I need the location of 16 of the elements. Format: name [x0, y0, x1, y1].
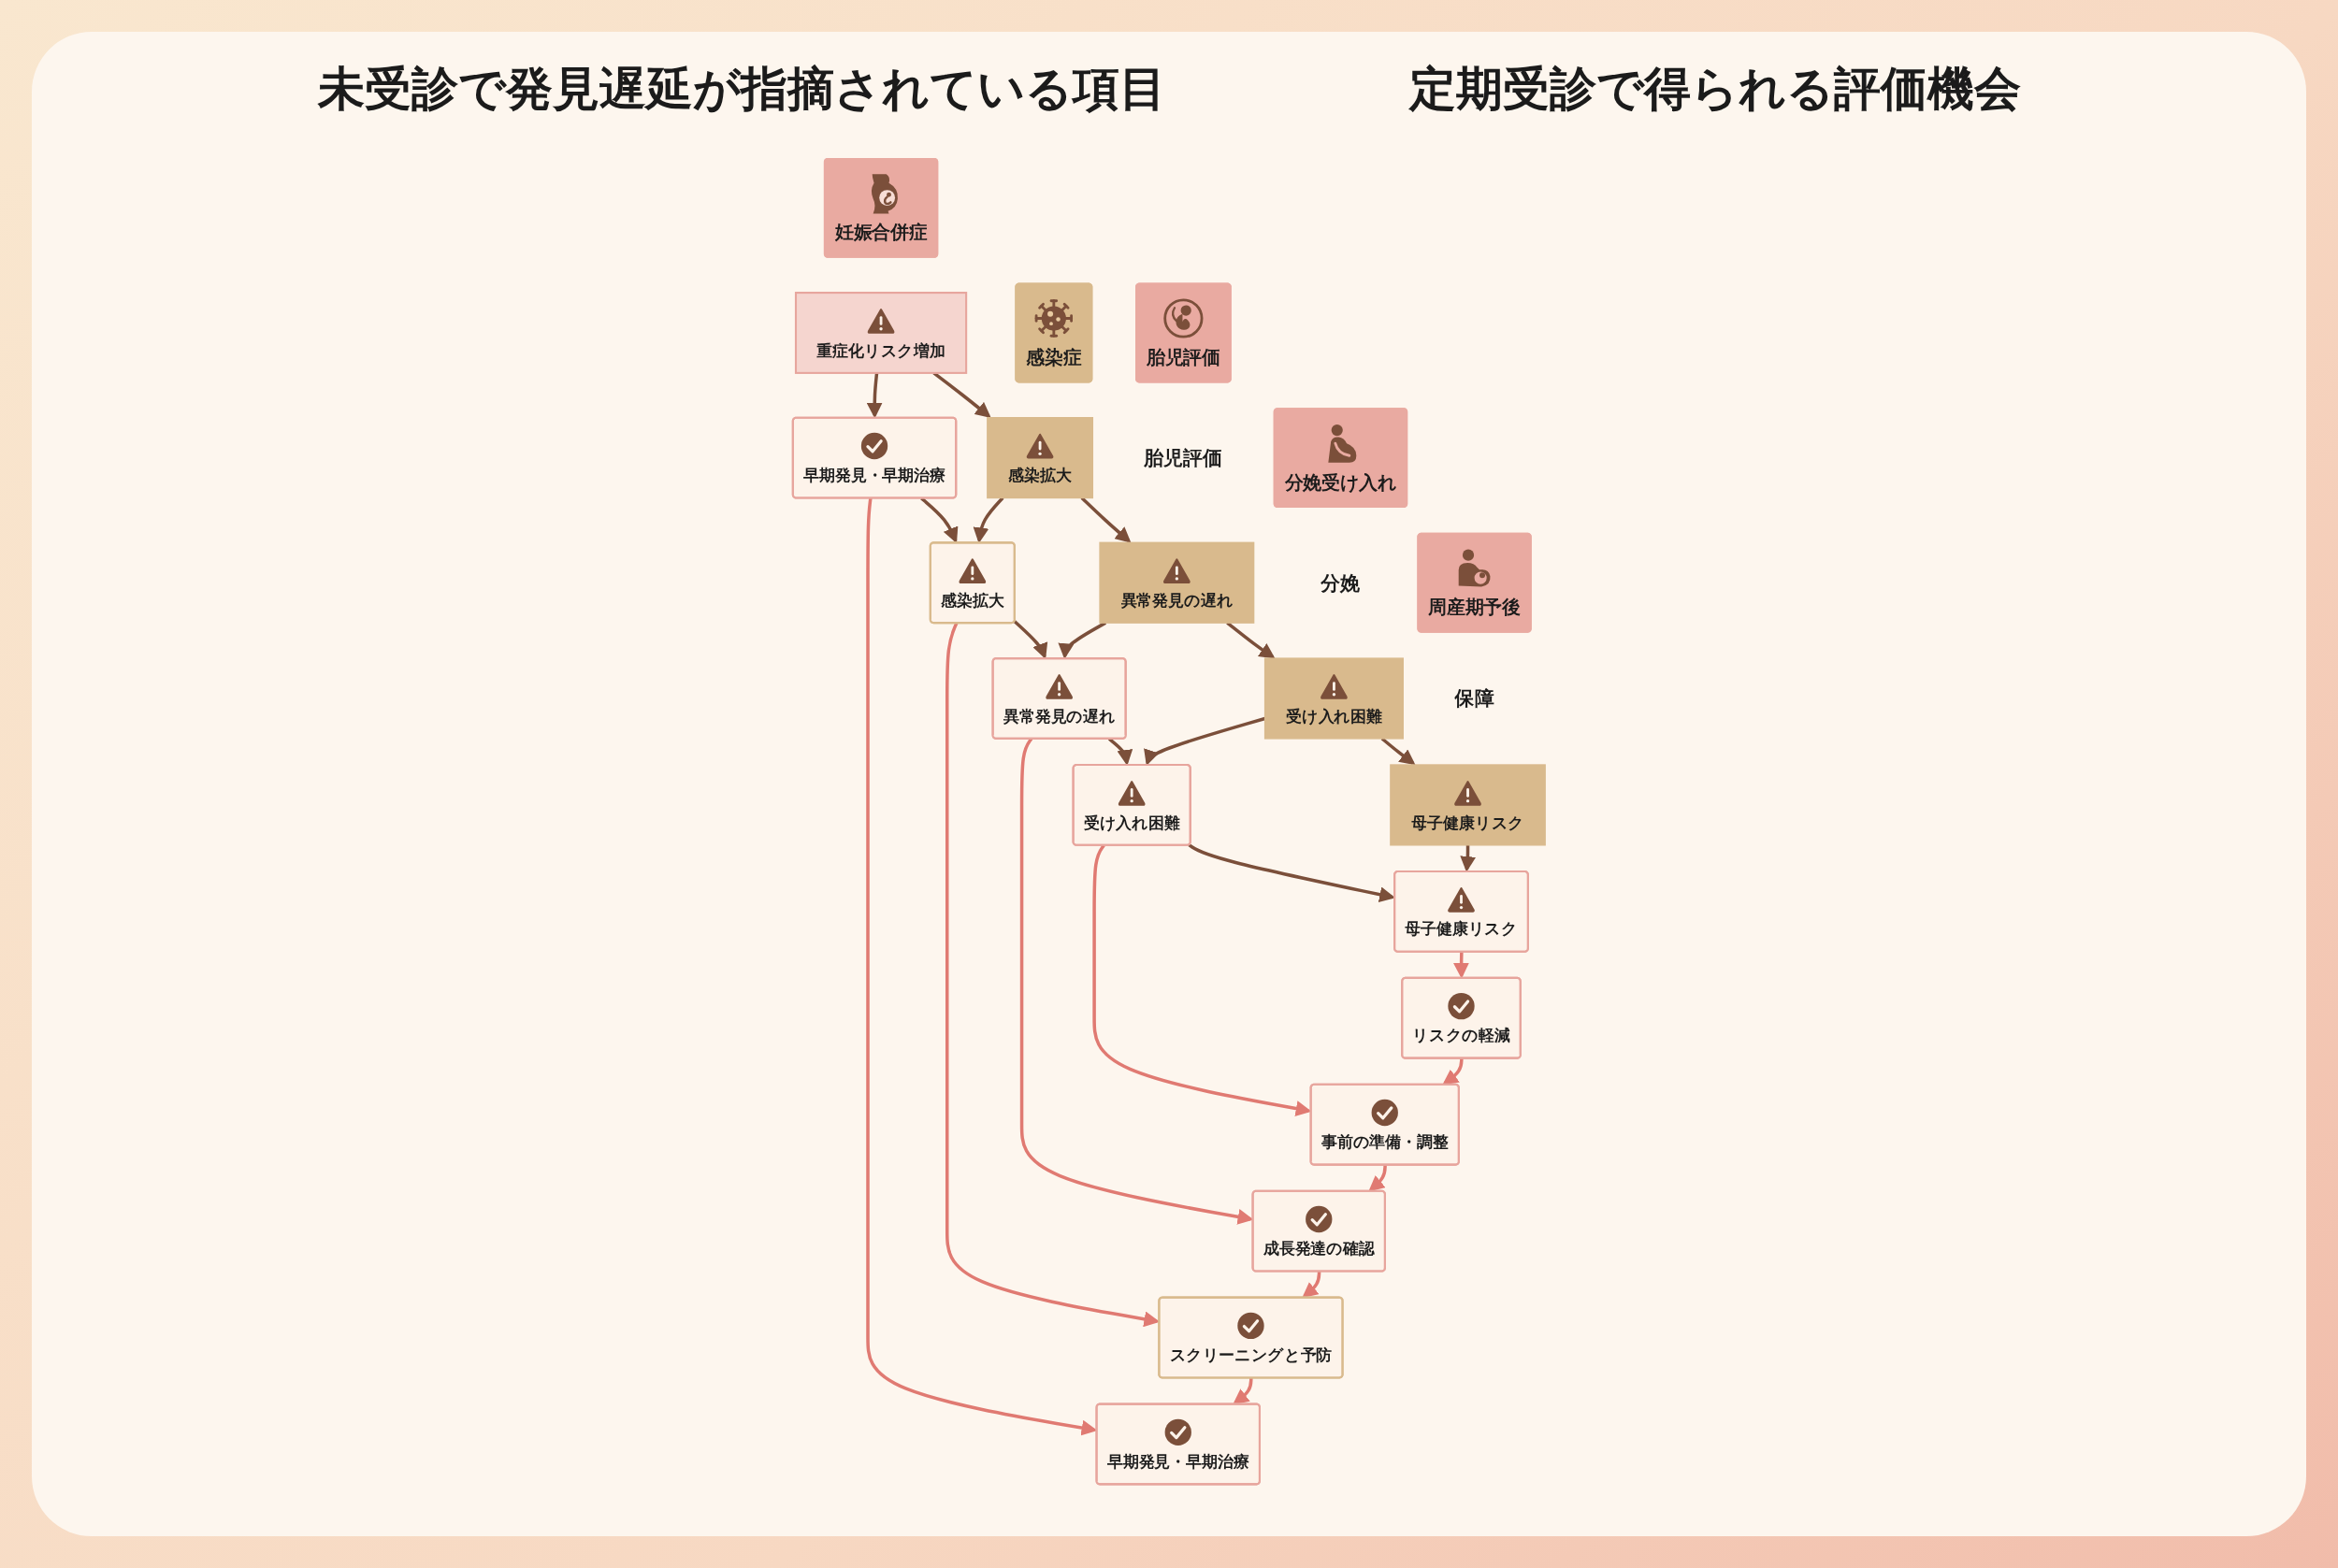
arrow — [1380, 737, 1416, 766]
arrow — [1058, 621, 1106, 659]
node-box: 感染拡大 — [987, 417, 1094, 499]
node-label: 保障 — [1454, 686, 1494, 711]
arrow — [1013, 620, 1048, 659]
node-label: 胎児評価 — [1144, 446, 1223, 469]
node-box: 母子健康リスク — [1390, 764, 1546, 846]
node-box: 重症化リスク増加 — [794, 292, 968, 374]
column-heading: 定期受診で得られる評価機会 — [1408, 61, 2021, 118]
node-label: 分娩 — [1321, 570, 1361, 595]
node-box: 受け入れ困難 — [1263, 657, 1404, 740]
arrow — [1368, 1164, 1387, 1192]
arrow — [1080, 496, 1132, 543]
node-box: 異常発見の遅れ — [1099, 541, 1255, 624]
arrow — [1442, 1057, 1464, 1086]
column-heading: 未受診で発見遅延が指摘されている項目 — [317, 61, 1166, 118]
